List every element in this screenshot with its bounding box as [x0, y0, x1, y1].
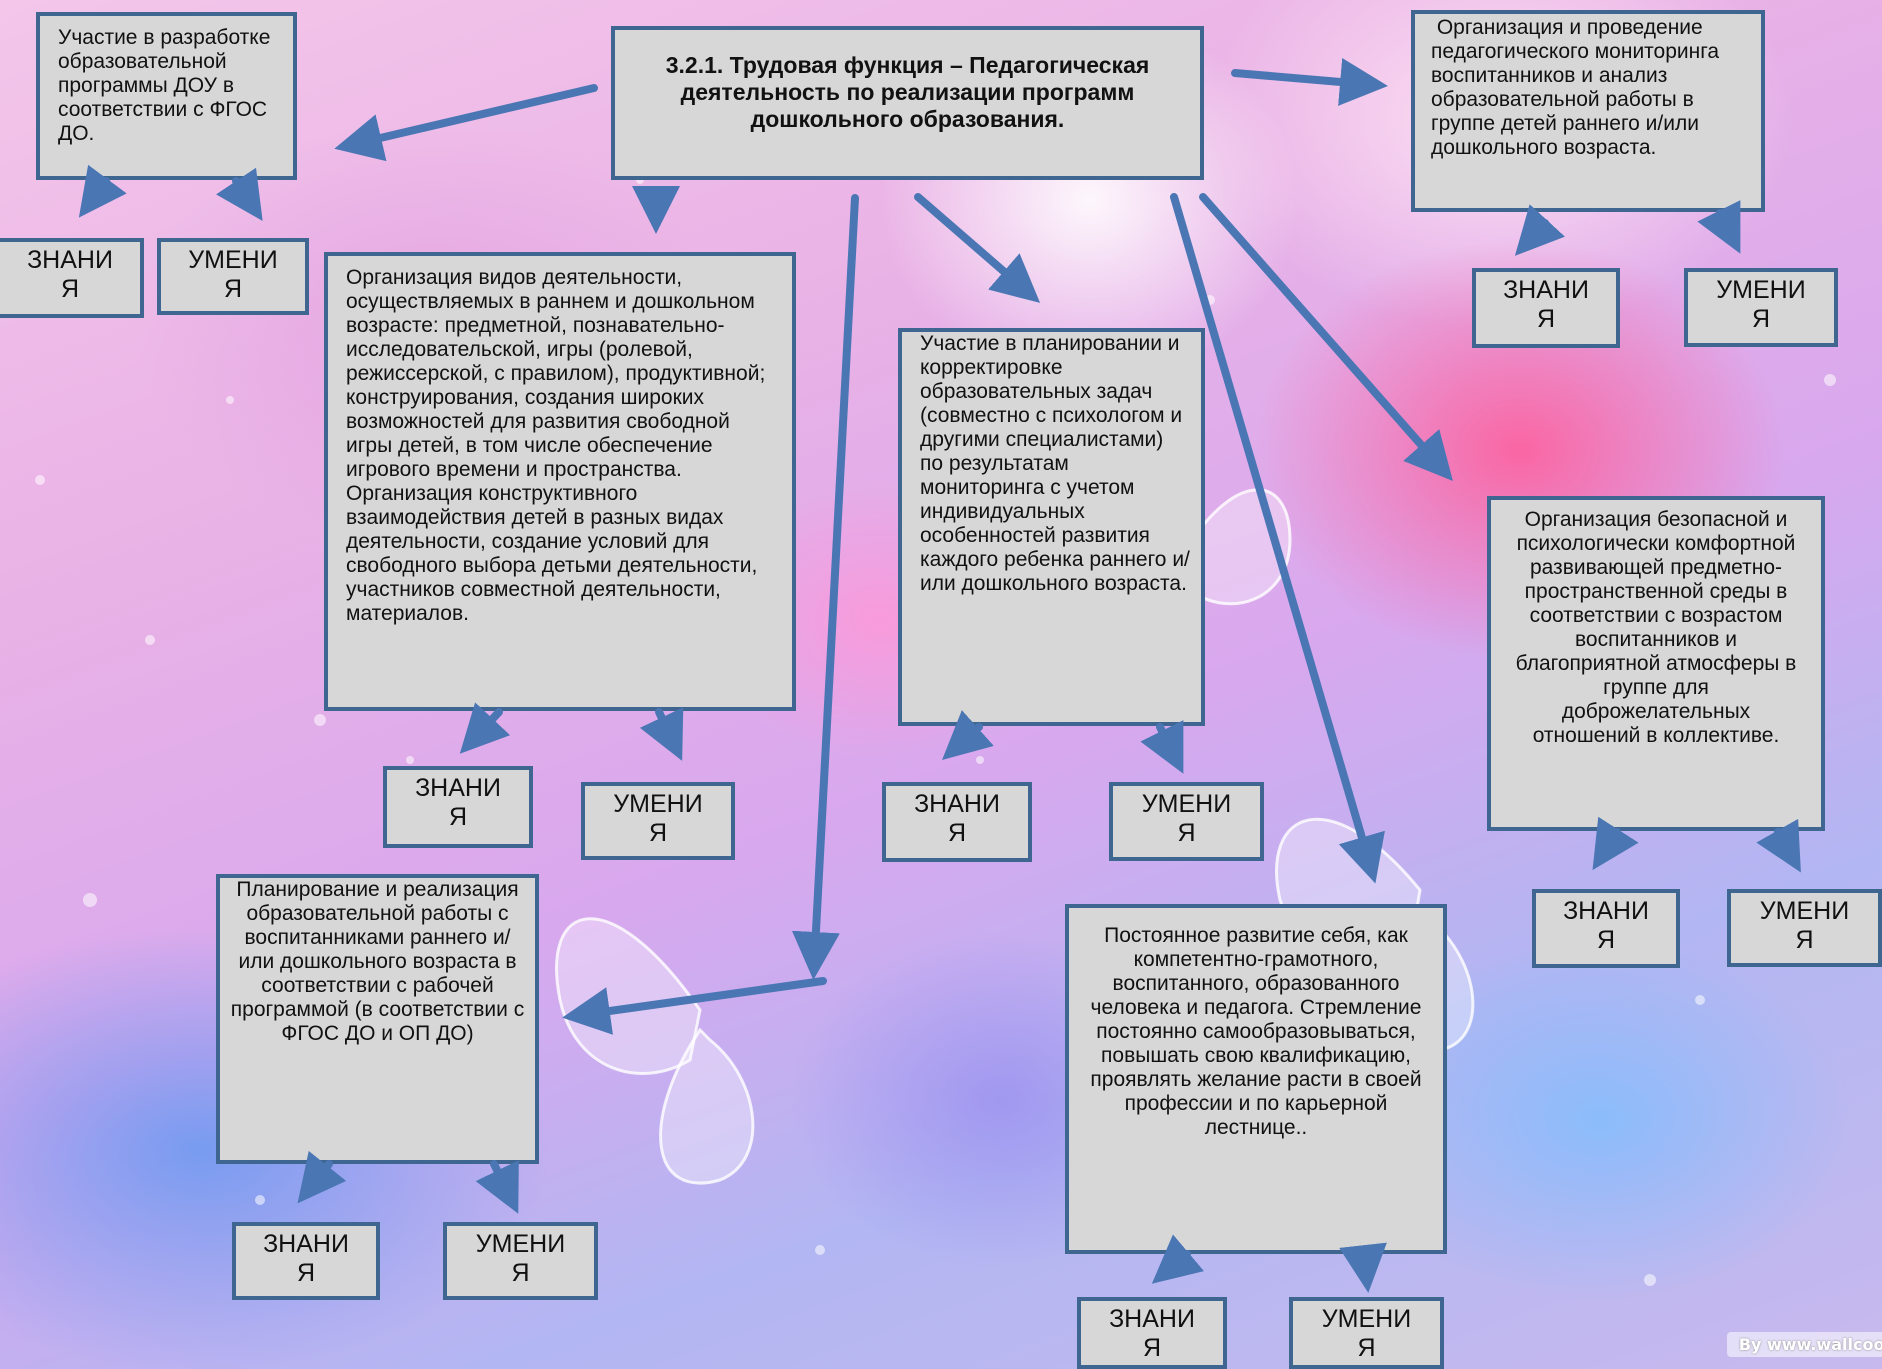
- umeniya-label: УМЕНИ: [1321, 1305, 1412, 1333]
- znaniya-label-end: Я: [1536, 305, 1556, 333]
- umeniya-label: УМЕНИ: [1141, 790, 1232, 818]
- umeniya-label-end: Я: [1751, 305, 1771, 333]
- umeniya-label: УМЕНИ: [1759, 897, 1850, 925]
- znaniya-label-end: Я: [60, 275, 80, 303]
- znaniya-label-end: Я: [1142, 1334, 1162, 1362]
- znaniya-label: ЗНАНИ: [1563, 897, 1649, 925]
- function-box-monitoring: Организация и проведение педагогического…: [1411, 10, 1765, 212]
- function-text-self-development: Постоянное развитие себя, как компетентн…: [1090, 924, 1422, 1139]
- function-box-program-development: Участие в разработке образовательной про…: [36, 12, 297, 180]
- znaniya-label-end: Я: [296, 1259, 316, 1287]
- umeniya-label-end: Я: [1357, 1334, 1376, 1362]
- umeniya-label: УМЕНИ: [1716, 276, 1806, 304]
- umeniya-label: УМЕНИ: [188, 246, 278, 274]
- znaniya-label: ЗНАНИ: [914, 790, 1000, 818]
- umeniya-label-end: Я: [223, 275, 243, 303]
- znaniya-label-end: Я: [1596, 926, 1616, 954]
- umeniya-label-end: Я: [511, 1259, 530, 1287]
- znaniya-label-end: Я: [947, 819, 967, 847]
- central-function-box: 3.2.1. Трудовая функция – Педагогическая…: [611, 26, 1204, 180]
- watermark: By www.wallcoo.c: [1726, 1332, 1882, 1357]
- umeniya-label-end: Я: [1795, 926, 1814, 954]
- umeniya-label-end: Я: [1177, 819, 1196, 847]
- function-text-program-development: Участие в разработке образовательной про…: [58, 26, 271, 145]
- znaniya-label-end: Я: [448, 803, 468, 831]
- znaniya-label: ЗНАНИ: [1503, 276, 1589, 304]
- znaniya-label: ЗНАНИ: [1109, 1305, 1195, 1333]
- function-box-safe-environment: Организация безопасной и психологически …: [1487, 496, 1825, 831]
- znaniya-label: ЗНАНИ: [27, 246, 113, 274]
- umeniya-label-end: Я: [648, 819, 668, 847]
- function-text-planning-tasks: Участие в планировании и корректировке о…: [920, 332, 1190, 595]
- function-box-self-development: Постоянное развитие себя, как компетентн…: [1065, 904, 1447, 1254]
- function-text-safe-environment: Организация безопасной и психологически …: [1515, 508, 1797, 747]
- umeniya-label: УМЕНИ: [475, 1230, 566, 1258]
- function-text-activities: Организация видов деятельности, осуществ…: [346, 266, 766, 625]
- function-box-planning-tasks: Участие в планировании и корректировке о…: [898, 328, 1205, 726]
- central-function-title: 3.2.1. Трудовая функция – Педагогическая…: [665, 52, 1150, 132]
- umeniya-label: УМЕНИ: [613, 790, 703, 818]
- function-text-monitoring: Организация и проведение педагогического…: [1431, 16, 1725, 159]
- function-box-activities: Организация видов деятельности, осуществ…: [324, 252, 796, 711]
- function-text-planning-work: Планирование и реализация образовательно…: [230, 878, 525, 1045]
- znaniya-label: ЗНАНИ: [415, 774, 501, 802]
- function-box-planning-work: Планирование и реализация образовательно…: [216, 874, 539, 1164]
- znaniya-label: ЗНАНИ: [263, 1230, 349, 1258]
